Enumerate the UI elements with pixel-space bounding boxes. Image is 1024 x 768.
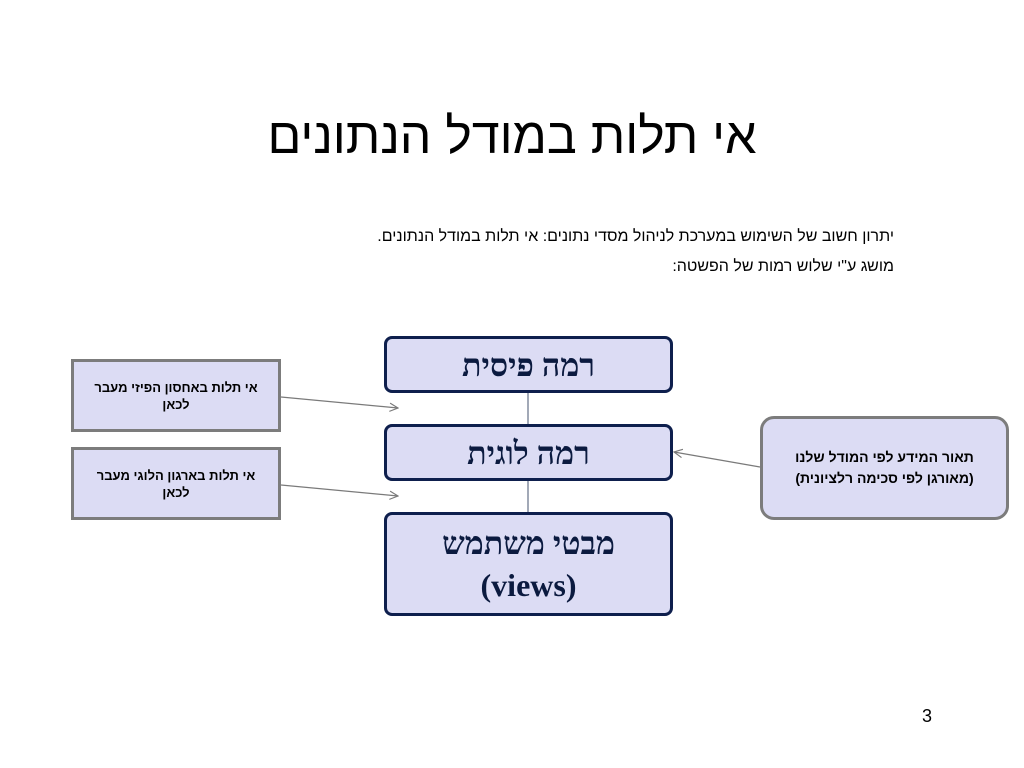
user-views-box: מבטי משתמש (views) <box>384 512 673 616</box>
page-number: 3 <box>922 706 933 726</box>
physical-level-label: רמה פיסית <box>462 346 595 383</box>
views-label: (views) <box>480 567 577 603</box>
physical-level-box: רמה פיסית <box>384 336 673 393</box>
physical-independence-text: אי תלות באחסון הפיזי מעבר לכאן <box>94 379 258 412</box>
logical-level-box: רמה לוגית <box>384 424 673 481</box>
physical-independence-note: אי תלות באחסון הפיזי מעבר לכאן <box>71 359 281 432</box>
conceptual-description-note: תאור המידע לפי המודל שלנו (מאורגן לפי סכ… <box>760 416 1009 520</box>
slide-title: אי תלות במודל הנתונים <box>267 108 757 164</box>
bullet-advantage: יתרון חשוב של השימוש במערכת לניהול מסדי … <box>377 228 894 245</box>
arrow-conceptual-note <box>674 452 761 468</box>
logical-independence-note: אי תלות בארגון הלוגי מעבר לכאן <box>71 447 281 520</box>
conceptual-description-text: תאור המידע לפי המודל שלנו (מאורגן לפי סכ… <box>795 449 974 486</box>
logical-level-label: רמה לוגית <box>467 434 590 471</box>
bullet-abstraction-levels: מושג ע"י שלוש רמות של הפשטה: <box>672 258 894 275</box>
bullet-list: יתרון חשוב של השימוש במערכת לניהול מסדי … <box>94 222 894 282</box>
arrow-logical-note <box>280 484 398 496</box>
logical-independence-text: אי תלות בארגון הלוגי מעבר לכאן <box>96 467 256 500</box>
user-views-label: מבטי משתמש <box>442 525 615 561</box>
arrow-physical-note <box>280 396 398 408</box>
